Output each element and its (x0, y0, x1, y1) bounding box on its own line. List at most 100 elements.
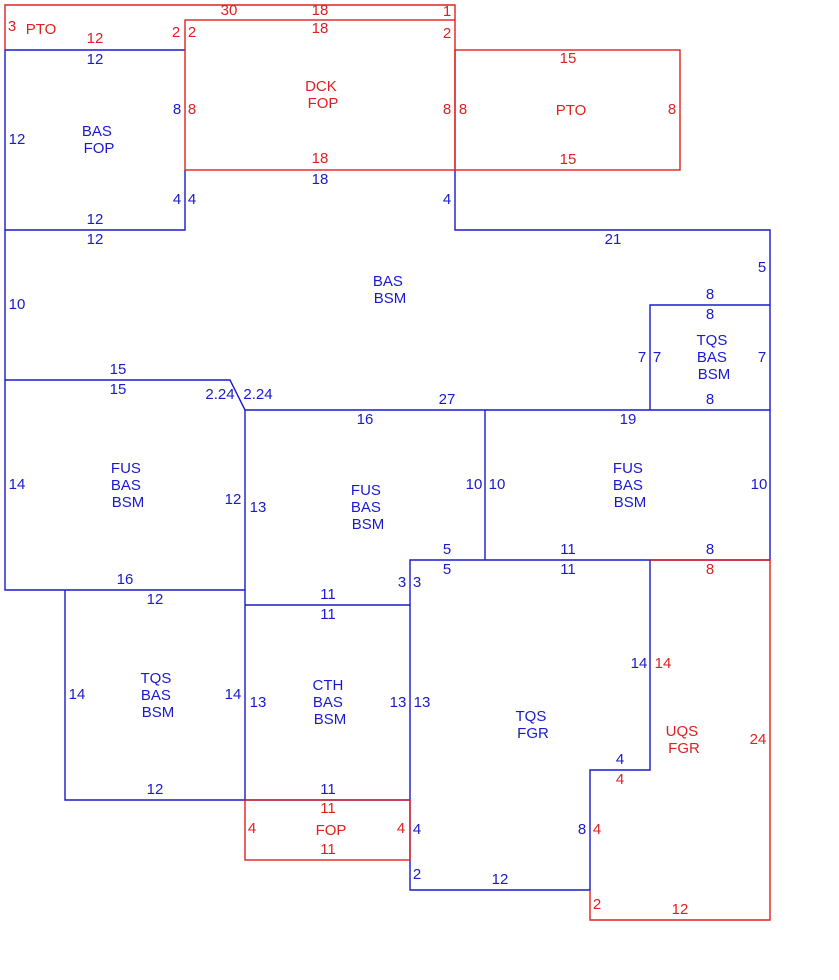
area-label-tqs-bas-bsm-left: TQS BAS BSM (140, 670, 175, 721)
dimension-label: 2.24 (243, 386, 272, 403)
dimension-label: 8 (706, 561, 714, 578)
dimension-label: 5 (443, 561, 451, 578)
dimension-label: 13 (250, 499, 267, 516)
dimension-label: 12 (87, 30, 104, 47)
fus-bas-bsm-right-outline (245, 410, 771, 606)
dimension-label: 8 (706, 286, 714, 303)
dimension-label: 4 (173, 191, 181, 208)
dimension-label: 14 (655, 655, 672, 672)
dimension-label: 8 (443, 101, 451, 118)
dimension-label: 14 (9, 476, 26, 493)
dimension-label: 10 (9, 296, 26, 313)
dimension-label: 2 (593, 896, 601, 913)
area-label-fus-bas-bsm-left: FUS BAS BSM (111, 460, 145, 511)
dimension-label: 15 (110, 361, 127, 378)
area-label-uqs-fgr: UQS FGR (666, 723, 703, 757)
area-label-pto-top: PTO (26, 21, 57, 38)
dimension-label: 2 (172, 24, 180, 41)
area-label-tqs-fgr: TQS FGR (515, 708, 550, 742)
dimension-label: 11 (320, 586, 336, 603)
dimension-label: 4 (413, 821, 421, 838)
dimension-label: 4 (397, 820, 405, 837)
dimension-label: 15 (560, 151, 577, 168)
dimension-label: 12 (87, 211, 104, 228)
tqs-bas-bsm-left-outline (64, 590, 246, 801)
pto-right-outline (454, 49, 681, 171)
dimension-label: 11 (560, 541, 576, 558)
dimension-label: 4 (593, 821, 601, 838)
dimension-label: 12 (492, 871, 509, 888)
dimension-label: 11 (320, 606, 336, 623)
dimension-label: 13 (390, 694, 407, 711)
dimension-label: 14 (225, 686, 242, 703)
dimension-label: 15 (110, 381, 127, 398)
dimension-label: 12 (672, 901, 689, 918)
dimension-label: 8 (668, 101, 676, 118)
area-label-fus-bas-bsm-center: FUS BAS BSM (351, 482, 385, 533)
dimension-label: 7 (653, 349, 661, 366)
dimension-label: 3 (398, 574, 406, 591)
blue-outlines (4, 49, 771, 891)
fus-bas-bsm-left-outline (4, 380, 246, 591)
dimension-label: 3 (8, 18, 16, 35)
area-label-bas-bsm-main: BAS BSM (373, 273, 407, 307)
dimension-label: 12 (147, 781, 164, 798)
dimension-label: 14 (69, 686, 86, 703)
area-label-pto-right: PTO (556, 102, 587, 119)
area-label-fop-bottom: FOP (316, 822, 347, 839)
dimension-label: 5 (443, 541, 451, 558)
dimension-label: 8 (706, 541, 714, 558)
uqs-fgr-outline (589, 559, 771, 921)
dimension-label: 13 (414, 694, 431, 711)
dimension-label: 24 (750, 731, 767, 748)
fop-bottom-outline (244, 799, 411, 861)
area-labels: PTO DCK FOP PTO BAS FOP BAS BSM TQS BAS … (26, 21, 731, 839)
dimension-label: 12 (9, 131, 26, 148)
dimension-label: 4 (616, 771, 624, 788)
dimension-label: 27 (439, 391, 456, 408)
dimension-label: 2 (443, 25, 451, 42)
dimension-label: 2.24 (205, 386, 234, 403)
dimension-label: 2 (413, 866, 421, 883)
dimension-label: 11 (320, 781, 336, 798)
dimension-label: 10 (489, 476, 506, 493)
dimension-label: 8 (578, 821, 586, 838)
dimension-label: 11 (560, 561, 576, 578)
pto-top-outline (4, 4, 456, 50)
dimension-label: 11 (320, 841, 336, 858)
dimension-label: 2 (188, 24, 196, 41)
dimension-label: 15 (560, 50, 577, 67)
dimension-label: 13 (250, 694, 267, 711)
dimension-label: 16 (357, 411, 374, 428)
dimension-label: 18 (312, 20, 329, 37)
area-label-cth-bas-bsm: CTH BAS BSM (313, 677, 348, 728)
dimension-label: 8 (706, 306, 714, 323)
red-outlines (4, 4, 771, 921)
dimension-label: 12 (147, 591, 164, 608)
dimension-label: 3 (413, 574, 421, 591)
dimension-label: 18 (312, 171, 329, 188)
dimension-label: 12 (87, 51, 104, 68)
dimension-label: 10 (751, 476, 768, 493)
dimension-label: 12 (87, 231, 104, 248)
tqs-fgr-outline (409, 560, 651, 891)
dimension-label: 1 (443, 3, 451, 20)
dimension-label: 4 (188, 191, 196, 208)
dimension-label: 5 (758, 259, 766, 276)
bas-bsm-main-outline (4, 170, 771, 411)
area-label-dck-fop: DCK FOP (305, 78, 341, 112)
dimension-label: 8 (459, 101, 467, 118)
dimension-label: 4 (443, 191, 451, 208)
dimension-label: 16 (117, 571, 134, 588)
dimension-label: 19 (620, 411, 637, 428)
dimension-label: 30 (221, 2, 238, 19)
blue-dimensions: 12 8 12 4 12 18 4 4 12 21 5 10 8 8 7 7 7… (9, 51, 768, 888)
red-dimensions: 30 18 1 3 12 2 2 18 2 15 8 8 8 15 18 8 4… (8, 2, 767, 918)
tqs-bas-bsm-right-outline (649, 304, 770, 410)
dimension-label: 21 (605, 231, 622, 248)
dimension-label: 12 (225, 491, 242, 508)
dimension-label: 11 (320, 800, 336, 817)
area-label-bas-fop: BAS FOP (82, 123, 116, 157)
